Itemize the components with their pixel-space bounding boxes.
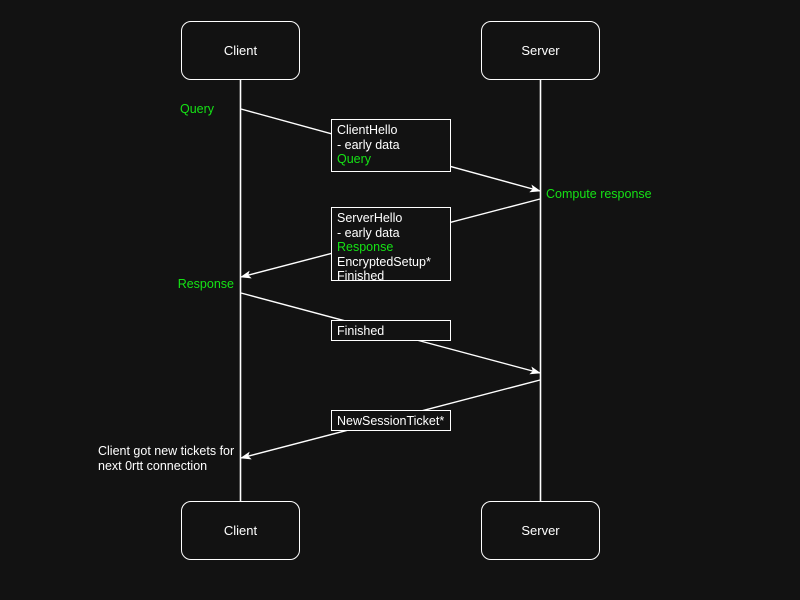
annotation-new-tickets: Client got new tickets for next 0rtt con…: [98, 444, 234, 474]
actor-box-client-bottom[interactable]: Client: [181, 501, 300, 560]
actor-label-server-bottom: Server: [521, 523, 560, 538]
message-line: Response: [337, 240, 394, 255]
actor-box-client-top[interactable]: Client: [181, 21, 300, 80]
message-line: Query: [337, 152, 372, 167]
message-box-server-hello[interactable]: ServerHello - early data Response Encryp…: [331, 207, 451, 284]
message-line: NewSessionTicket*: [337, 414, 445, 428]
annotation-query: Query: [180, 102, 215, 116]
message-box-finished[interactable]: Finished: [331, 320, 451, 341]
message-line: ClientHello: [337, 123, 398, 137]
annotation-response: Response: [177, 277, 234, 291]
message-box-client-hello[interactable]: ClientHello - early data Query: [331, 119, 451, 172]
actor-label-server-top: Server: [521, 43, 560, 58]
actor-label-client-bottom: Client: [223, 523, 258, 538]
message-line: - early data: [337, 225, 400, 240]
annotation-compute-response: Compute response: [546, 187, 652, 201]
message-line: Finished: [337, 324, 385, 338]
message-line: Finished: [337, 269, 385, 284]
actor-label-client-top: Client: [223, 43, 258, 58]
message-box-new-session-ticket[interactable]: NewSessionTicket*: [331, 410, 451, 431]
actor-box-server-bottom[interactable]: Server: [481, 501, 600, 560]
message-line: - early data: [337, 137, 400, 152]
message-line: EncryptedSetup*: [337, 254, 431, 269]
message-line: ServerHello: [337, 211, 403, 225]
annotation-new-tickets-line2: next 0rtt connection: [98, 459, 208, 473]
actor-box-server-top[interactable]: Server: [481, 21, 600, 80]
annotation-new-tickets-line1: Client got new tickets for: [98, 444, 235, 458]
